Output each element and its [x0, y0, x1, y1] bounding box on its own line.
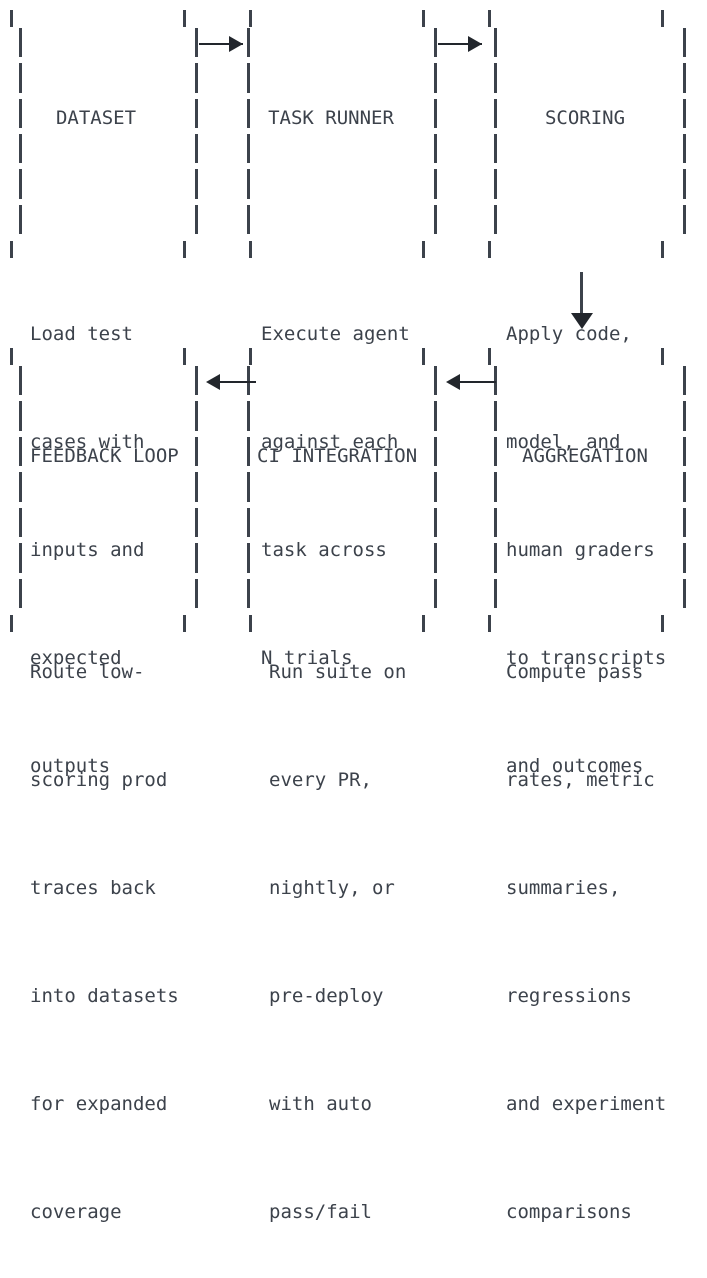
box-body-line: comparisons: [506, 1201, 632, 1223]
box-body-line: coverage: [30, 1201, 122, 1223]
box-title-spacer: [506, 546, 678, 582]
pipe-column-right: [434, 28, 437, 240]
pipe-column-right: [434, 366, 437, 614]
corner-top-right: [422, 10, 425, 27]
corner-top-right: [422, 348, 425, 365]
box-body-line: traces back: [30, 877, 156, 899]
box-text: FEEDBACK LOOP Route low- scoring prod tr…: [30, 366, 179, 1278]
box-title: TASK RUNNER: [268, 107, 394, 129]
corner-top-left: [488, 348, 491, 365]
corner-bottom-left: [488, 615, 491, 632]
box-body-line: against each: [261, 431, 399, 453]
box-title: DATASET: [55, 107, 137, 129]
corner-bottom-left: [10, 241, 13, 258]
corner-bottom-right: [183, 241, 186, 258]
connector-ci-to-feedback-arrowhead: [206, 374, 220, 390]
corner-bottom-right: [661, 615, 664, 632]
box-body-line: Route low-: [30, 661, 145, 683]
corner-bottom-left: [249, 615, 252, 632]
box-body-line: into datasets: [30, 985, 179, 1007]
corner-top-right: [661, 10, 664, 27]
connector-dataset-to-task-runner-arrowhead: [229, 36, 243, 52]
pipe-column-right: [683, 366, 686, 614]
box-ci-integration: CI INTEGRATION Run suite on every PR, ni…: [247, 348, 437, 1223]
box-title-spacer: [30, 546, 176, 582]
box-task-runner: TASK RUNNER Execute agent against each t…: [247, 10, 437, 669]
corner-bottom-right: [183, 615, 186, 632]
connector-scoring-to-aggregation-arrowhead: [571, 313, 593, 329]
corner-bottom-left: [10, 615, 13, 632]
corner-top-right: [183, 348, 186, 365]
box-body-line: pass/fail: [269, 1201, 372, 1223]
pipe-column-left: [247, 28, 250, 240]
connector-task-runner-to-scoring-line: [438, 43, 482, 45]
pipe-column-left: [494, 28, 497, 240]
box-title: FEEDBACK LOOP: [30, 445, 179, 467]
corner-bottom-left: [488, 241, 491, 258]
corner-top-left: [249, 10, 252, 27]
connector-dataset-to-task-runner-line: [199, 43, 243, 45]
box-body-line: nightly, or: [269, 877, 395, 899]
box-body-line: Run suite on: [269, 661, 407, 683]
pipe-column-right: [683, 28, 686, 240]
corner-top-left: [10, 10, 13, 27]
box-body-line: pre-deploy: [269, 985, 384, 1007]
box-feedback-loop: FEEDBACK LOOP Route low- scoring prod tr…: [10, 348, 198, 1223]
corner-top-left: [249, 348, 252, 365]
connector-aggregation-to-ci-line: [452, 381, 496, 383]
box-body-line: task across: [261, 539, 387, 561]
corner-top-left: [10, 348, 13, 365]
pipe-column-right: [195, 366, 198, 614]
box-dataset: DATASET Load test cases with inputs and …: [10, 10, 198, 777]
box-body-line: human graders: [506, 539, 655, 561]
box-title: CI INTEGRATION: [257, 445, 418, 467]
box-title-spacer: [506, 208, 678, 244]
corner-top-right: [661, 348, 664, 365]
pipe-column-right: [195, 28, 198, 240]
box-body-line: Execute agent: [261, 323, 410, 345]
box-body-line: cases with: [30, 431, 145, 453]
pipe-column-left: [247, 366, 250, 614]
connector-aggregation-to-ci-arrowhead: [446, 374, 460, 390]
box-body-line: every PR,: [269, 769, 372, 791]
box-body-line: scoring prod: [30, 769, 168, 791]
box-body-line: regressions: [506, 985, 632, 1007]
box-body-line: model, and: [506, 431, 621, 453]
corner-top-right: [183, 10, 186, 27]
pipeline-diagram: DATASET Load test cases with inputs and …: [10, 10, 686, 1223]
box-text: AGGREGATION Compute pass rates, metric s…: [506, 366, 678, 1278]
box-body-line: Compute pass: [506, 661, 644, 683]
connector-task-runner-to-scoring-arrowhead: [468, 36, 482, 52]
box-title-spacer: [30, 208, 176, 244]
box-body-line: summaries,: [506, 877, 621, 899]
corner-bottom-right: [661, 241, 664, 258]
box-body-line: Load test: [30, 323, 133, 345]
corner-bottom-left: [249, 241, 252, 258]
pipe-column-left: [19, 366, 22, 614]
connector-ci-to-feedback-line: [212, 381, 256, 383]
box-aggregation: AGGREGATION Compute pass rates, metric s…: [488, 348, 686, 1223]
box-body-line: with auto: [269, 1093, 372, 1115]
corner-bottom-right: [422, 615, 425, 632]
connector-scoring-to-aggregation-line: [580, 272, 583, 316]
box-body-line: inputs and: [30, 539, 145, 561]
pipe-column-left: [494, 366, 497, 614]
box-body-line: and experiment: [506, 1093, 667, 1115]
corner-bottom-right: [422, 241, 425, 258]
box-scoring: SCORING Apply code, model, and human gra…: [488, 10, 686, 777]
box-body-line: rates, metric: [506, 769, 655, 791]
box-title: AGGREGATION: [522, 445, 648, 467]
corner-top-left: [488, 10, 491, 27]
box-title-spacer: [261, 208, 415, 244]
box-title-spacer: [257, 546, 433, 582]
pipe-column-left: [19, 28, 22, 240]
box-body-line: for expanded: [30, 1093, 168, 1115]
box-title: SCORING: [544, 107, 626, 129]
box-text: CI INTEGRATION Run suite on every PR, ni…: [257, 366, 433, 1278]
